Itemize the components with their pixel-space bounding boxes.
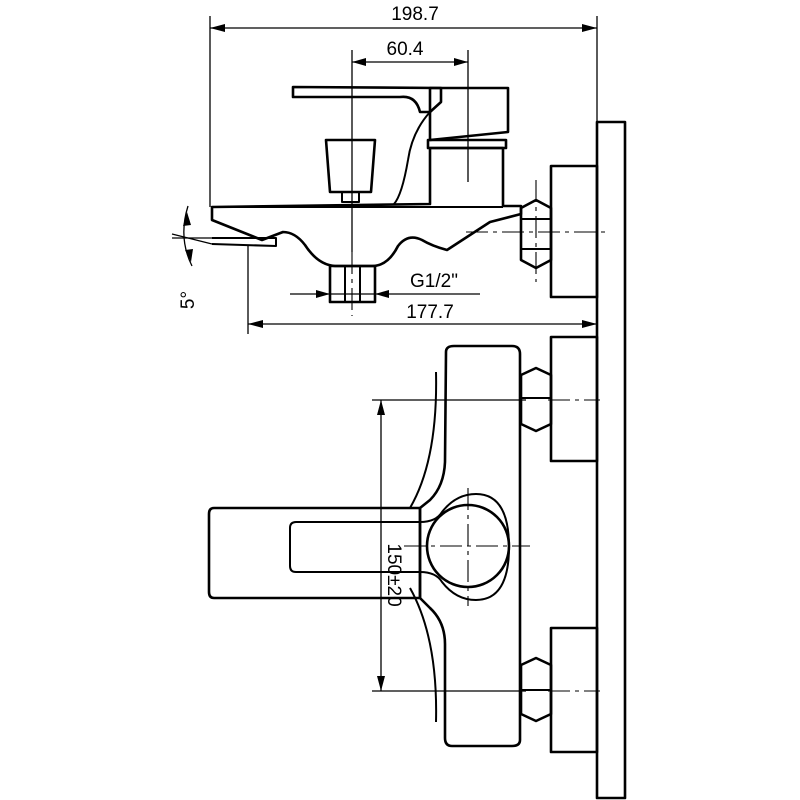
side-bonnet [324, 138, 377, 194]
dim-spout-length: 177.7 [406, 302, 454, 323]
front-lower-hex-nut [519, 656, 553, 723]
dim-overall-width: 198.7 [391, 4, 439, 25]
front-lever-handle [207, 506, 422, 600]
dimension-lines [171, 16, 598, 692]
side-cartridge-cap [426, 138, 508, 150]
wall-plate [595, 120, 627, 800]
dim-lever-offset: 60.4 [387, 39, 424, 60]
front-lower-flange [549, 626, 599, 754]
dim-spout-angle: 5° [178, 291, 199, 309]
side-spout-tip [211, 237, 277, 247]
front-body [418, 344, 522, 748]
side-body [210, 146, 523, 268]
dim-center-distance: 150±20 [383, 543, 404, 606]
center-lines [351, 180, 606, 692]
side-view [210, 85, 599, 304]
front-upper-flange [549, 335, 599, 463]
front-lever-slot [289, 493, 510, 601]
side-lever-handle [291, 85, 443, 114]
dim-connection-thread: G1/2" [410, 271, 458, 292]
